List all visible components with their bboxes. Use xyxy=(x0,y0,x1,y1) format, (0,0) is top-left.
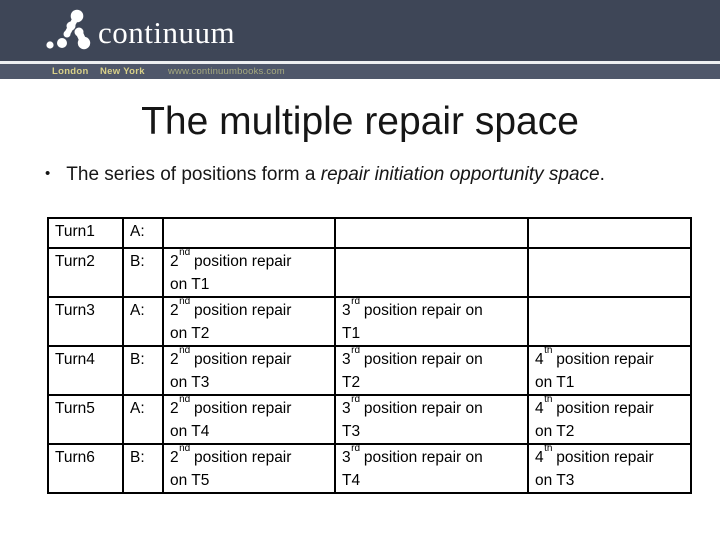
header-location-london: London xyxy=(52,66,89,77)
repair-cell-line2: T4 xyxy=(342,472,361,489)
bullet-text-period: . xyxy=(599,164,605,185)
speaker-cell: A: xyxy=(122,217,164,249)
repair-cell-line2: on T4 xyxy=(170,423,210,440)
ordinal-superscript: th xyxy=(544,444,553,454)
speaker-cell: B: xyxy=(122,345,164,396)
repair-cell-line2: on T5 xyxy=(170,472,210,489)
repair-cell-line2: T2 xyxy=(342,374,361,391)
header-band xyxy=(0,0,720,61)
repair-cell-line1: 3rd position repair on xyxy=(342,395,483,417)
repair-cell: 4th position repair on T1 xyxy=(527,345,692,396)
continuum-logo: continuum xyxy=(46,9,235,53)
repair-cell xyxy=(162,217,336,249)
repair-cell: 2nd position repair on T3 xyxy=(162,345,336,396)
ordinal-superscript: nd xyxy=(179,248,191,258)
repair-cell: 4th position repair on T2 xyxy=(527,394,692,445)
bullet-line: • The series of positions form a repair i… xyxy=(45,164,685,186)
repair-cell-line1: 4th position repair xyxy=(535,346,654,368)
repair-cell: 3rd position repair on T4 xyxy=(334,443,529,494)
repair-cell-line1: 3rd position repair on xyxy=(342,444,483,466)
speaker-cell: A: xyxy=(122,296,164,347)
ordinal-superscript: nd xyxy=(179,444,191,454)
repair-cell-line2: on T1 xyxy=(170,276,210,293)
bullet-text: The series of positions form a repair in… xyxy=(66,164,605,185)
repair-cell: 2nd position repair on T2 xyxy=(162,296,336,347)
header-location-newyork: New York xyxy=(100,66,145,77)
page-title: The multiple repair space xyxy=(141,100,579,143)
speaker-cell: A: xyxy=(122,394,164,445)
repair-cell: 3rd position repair on T3 xyxy=(334,394,529,445)
repair-cell: 2nd position repair on T4 xyxy=(162,394,336,445)
turn-cell: Turn6 xyxy=(47,443,124,494)
repair-cell-line2: on T3 xyxy=(170,374,210,391)
speaker-cell: B: xyxy=(122,247,164,298)
repair-cell xyxy=(527,217,692,249)
header-separator xyxy=(0,61,720,64)
repair-cell-line1: 2nd position repair xyxy=(170,346,292,368)
repair-cell-line2: T3 xyxy=(342,423,361,440)
repair-cell: 4th position repair on T3 xyxy=(527,443,692,494)
turn-cell: Turn4 xyxy=(47,345,124,396)
repair-cell xyxy=(527,296,692,347)
ordinal-superscript: rd xyxy=(351,346,361,356)
bullet-text-regular: The series of positions form a xyxy=(66,164,321,185)
repair-cell-line1: 3rd position repair on xyxy=(342,346,483,368)
repair-cell: 2nd position repair on T5 xyxy=(162,443,336,494)
repair-cell-line1: 2nd position repair xyxy=(170,248,292,270)
repair-cell-line2: on T3 xyxy=(535,472,575,489)
repair-cell xyxy=(334,217,529,249)
continuum-dots-icon xyxy=(46,9,91,50)
repair-cell: 3rd position repair on T1 xyxy=(334,296,529,347)
repair-cell xyxy=(334,247,529,298)
header-subbar xyxy=(0,64,720,79)
ordinal-superscript: th xyxy=(544,395,553,405)
repair-cell xyxy=(527,247,692,298)
repair-cell: 2nd position repair on T1 xyxy=(162,247,336,298)
ordinal-superscript: rd xyxy=(351,297,361,307)
ordinal-superscript: rd xyxy=(351,395,361,405)
repair-cell-line1: 2nd position repair xyxy=(170,297,292,319)
ordinal-superscript: nd xyxy=(179,395,191,405)
repair-cell-line1: 2nd position repair xyxy=(170,444,292,466)
header-website-url: www.continuumbooks.com xyxy=(168,66,285,77)
repair-cell: 3rd position repair on T2 xyxy=(334,345,529,396)
logo-wordmark: continuum xyxy=(98,15,236,50)
bullet-icon: • xyxy=(45,165,51,182)
repair-cell-line2: on T2 xyxy=(170,325,210,342)
repair-cell-line1: 3rd position repair on xyxy=(342,297,483,319)
turn-cell: Turn3 xyxy=(47,296,124,347)
turn-cell: Turn1 xyxy=(47,217,124,249)
repair-cell-line1: 4th position repair xyxy=(535,444,654,466)
repair-cell-line2: on T1 xyxy=(535,374,575,391)
repair-cell-line1: 4th position repair xyxy=(535,395,654,417)
repair-cell-line1: 2nd position repair xyxy=(170,395,292,417)
turn-cell: Turn5 xyxy=(47,394,124,445)
bullet-text-italic: repair initiation opportunity space xyxy=(320,164,600,185)
ordinal-superscript: nd xyxy=(179,297,191,307)
repair-cell-line2: T1 xyxy=(342,325,361,342)
ordinal-superscript: th xyxy=(544,346,553,356)
ordinal-superscript: rd xyxy=(351,444,361,454)
speaker-cell: B: xyxy=(122,443,164,494)
turn-cell: Turn2 xyxy=(47,247,124,298)
ordinal-superscript: nd xyxy=(179,346,191,356)
repair-cell-line2: on T2 xyxy=(535,423,575,440)
